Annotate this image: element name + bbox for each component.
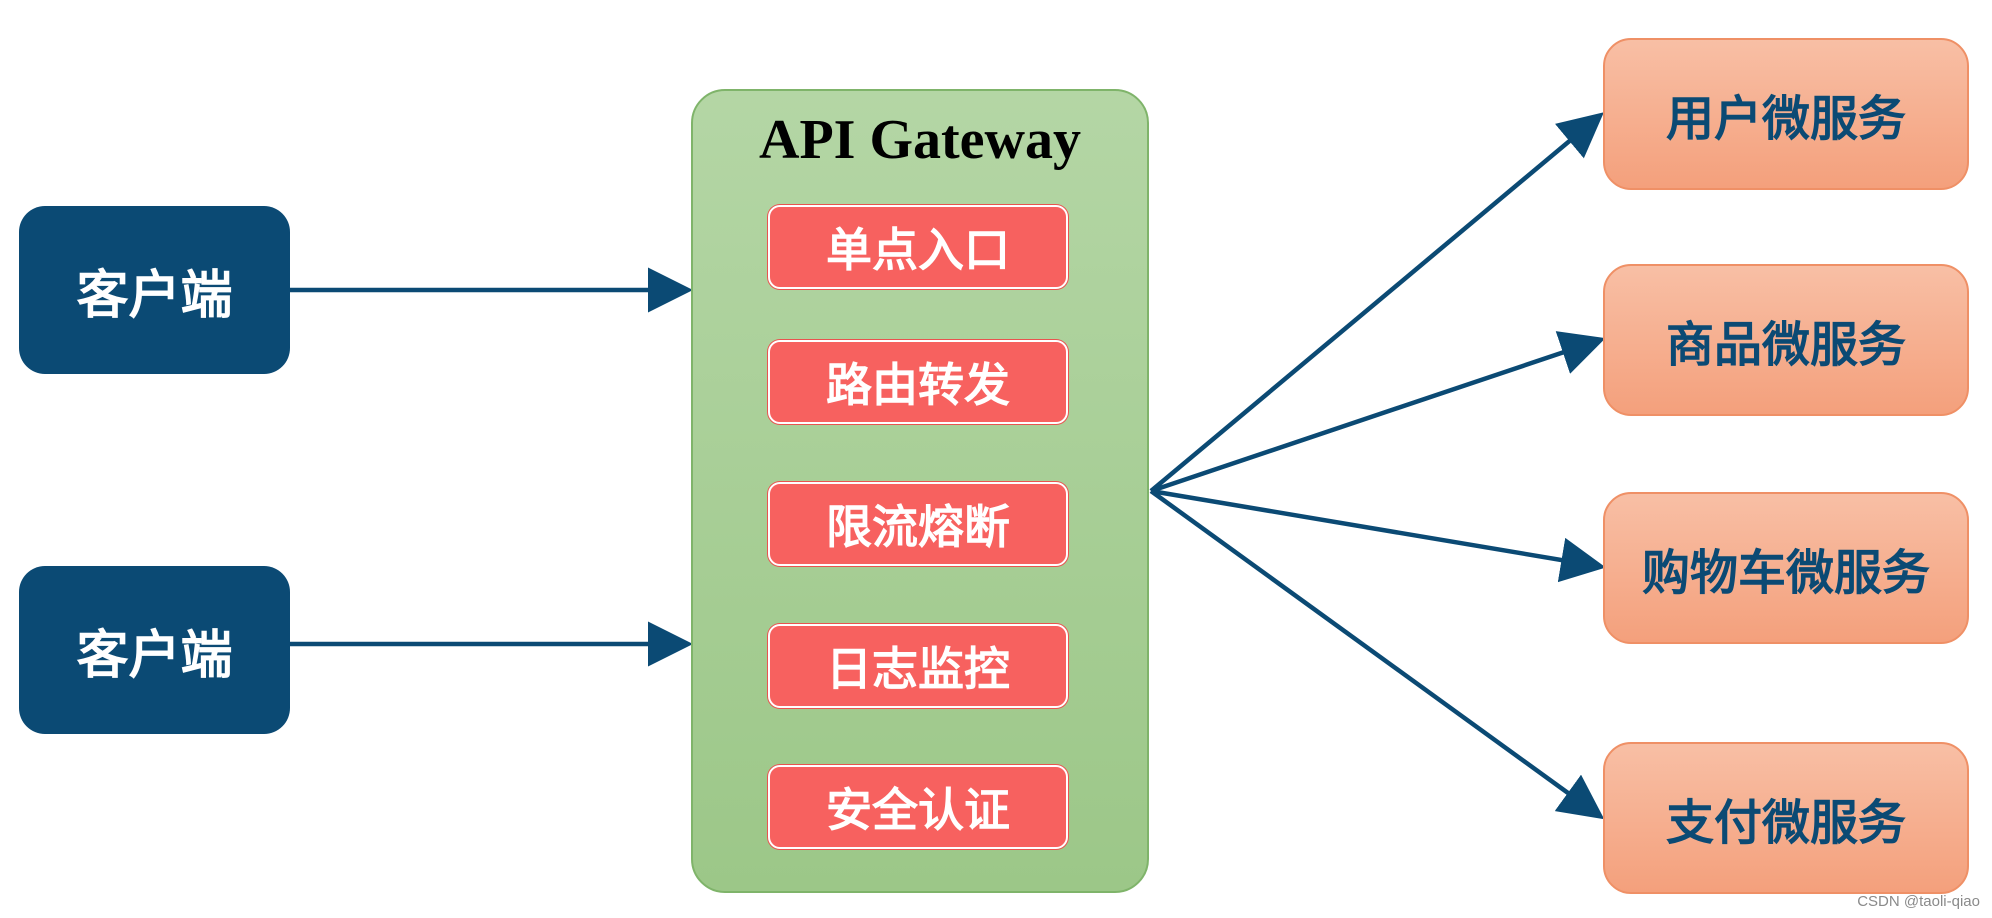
service-label: 商品微服务 [1665, 317, 1906, 373]
service-user: 用户微服务 [1603, 38, 1969, 190]
arrow-gateway-to-product-service [1150, 331, 1606, 494]
feature-security-auth: 安全认证 [768, 765, 1068, 849]
feature-routing: 路由转发 [768, 340, 1068, 424]
client-label: 客户端 [76, 625, 233, 686]
service-label: 用户微服务 [1665, 91, 1906, 147]
arrow-gateway-to-cart-service [1150, 488, 1606, 583]
watermark: CSDN @taoli-qiao [1857, 893, 1980, 910]
feature-single-entry: 单点入口 [768, 205, 1068, 289]
gateway-title: API Gateway [759, 109, 1081, 171]
feature-label: 限流熔断 [826, 500, 1010, 554]
client-box-2: 客户端 [19, 566, 290, 734]
service-product: 商品微服务 [1603, 264, 1969, 416]
service-label: 支付微服务 [1665, 795, 1906, 851]
feature-logging-monitoring: 日志监控 [768, 624, 1068, 708]
client-box-1: 客户端 [19, 206, 290, 374]
client-label: 客户端 [76, 265, 233, 326]
feature-label: 安全认证 [826, 783, 1010, 837]
feature-label: 单点入口 [826, 223, 1010, 277]
feature-label: 日志监控 [826, 642, 1010, 696]
service-cart: 购物车微服务 [1603, 492, 1969, 644]
feature-rate-limit-circuit-breaker: 限流熔断 [768, 482, 1068, 566]
arrow-gateway-to-user-service [1149, 112, 1604, 493]
service-label: 购物车微服务 [1641, 545, 1930, 601]
service-payment: 支付微服务 [1603, 742, 1969, 894]
arrow-gateway-to-payment-service [1149, 489, 1605, 820]
feature-label: 路由转发 [826, 358, 1010, 412]
